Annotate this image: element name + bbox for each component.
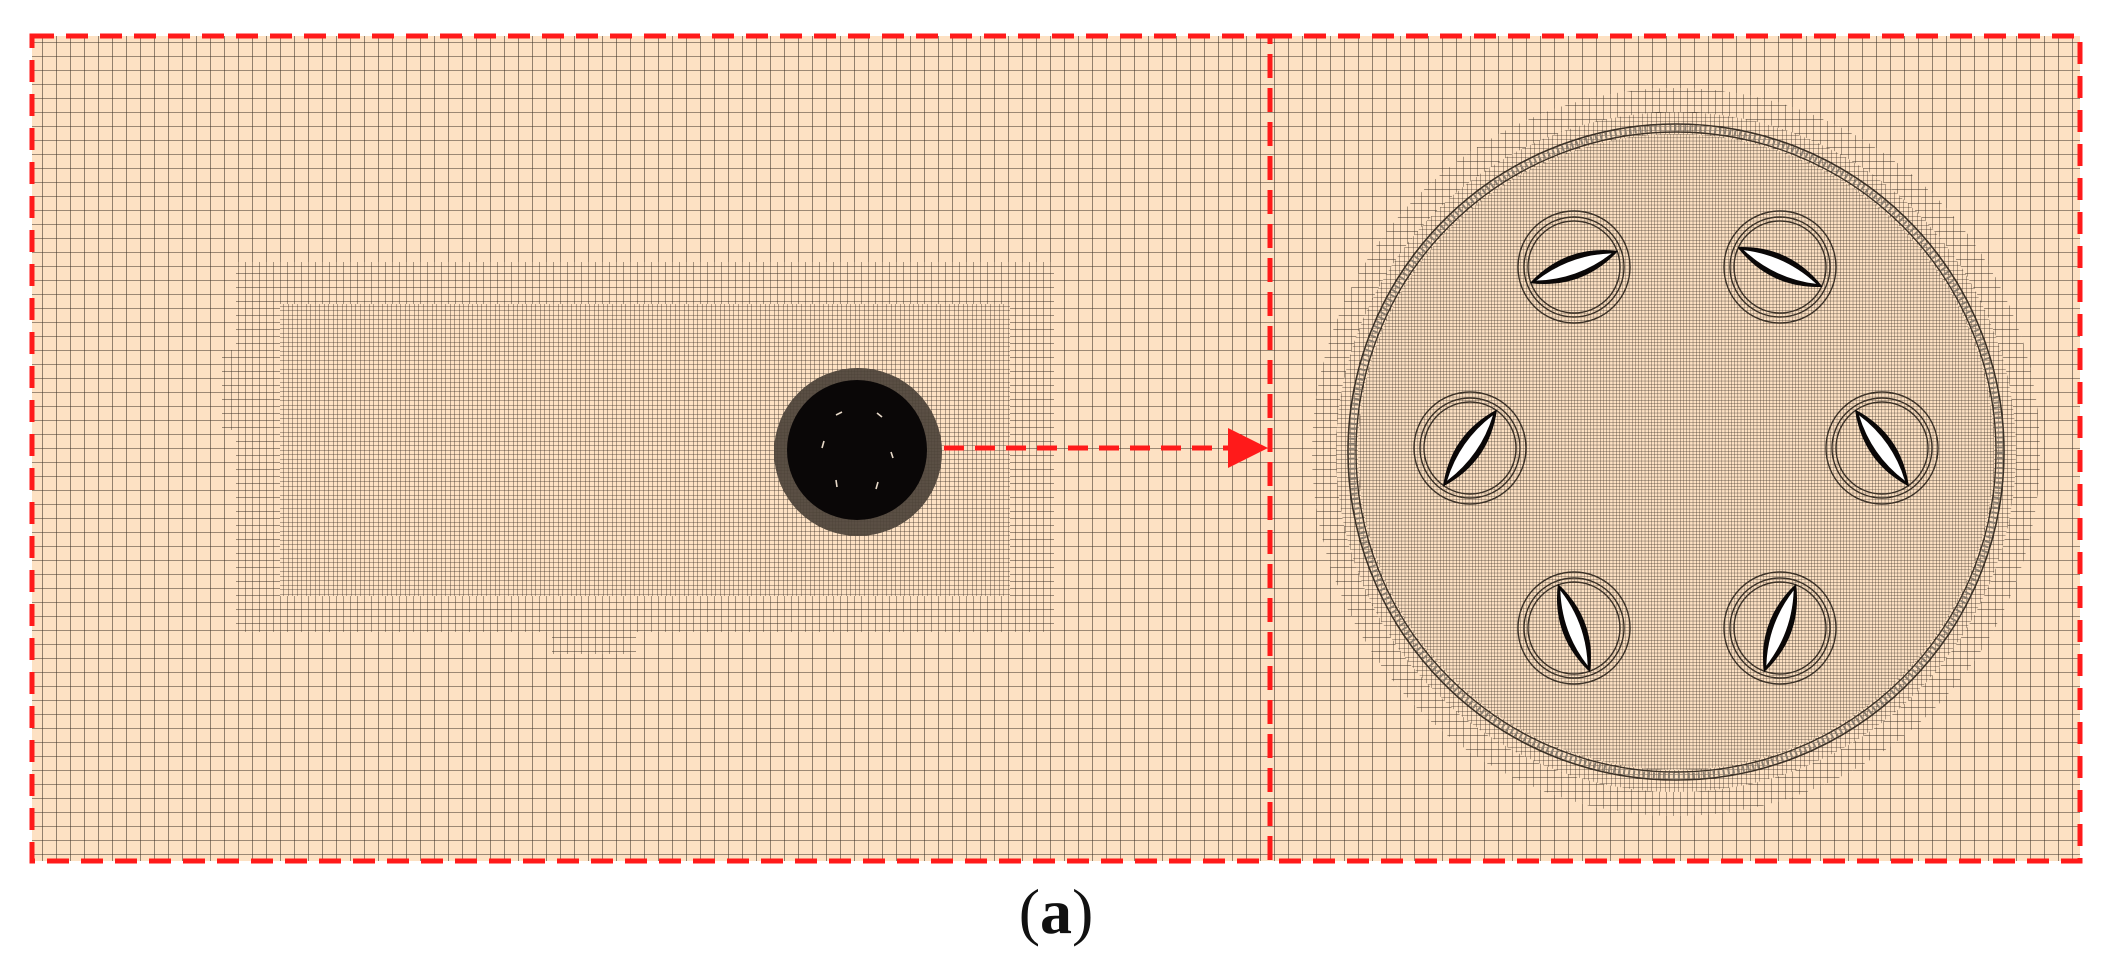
caption-letter: a	[1040, 876, 1072, 947]
rotor-dense-core	[787, 380, 927, 520]
blade-3	[1413, 391, 1527, 505]
blade-1-airfoil	[1536, 253, 1612, 281]
rotor-zoom-panel	[1270, 36, 2080, 861]
rotating-interface-ring	[1347, 123, 2005, 781]
blade-1	[1517, 210, 1631, 324]
blade-3-airfoil	[1447, 415, 1493, 481]
blade-4-airfoil	[1859, 415, 1905, 481]
blade-5	[1517, 571, 1631, 685]
rotor-blade-marks	[821, 411, 894, 490]
blade-6-airfoil	[1766, 590, 1794, 666]
full-domain-panel	[32, 36, 1270, 861]
caption-close-paren: )	[1072, 876, 1094, 947]
figure-caption: (a)	[0, 880, 2112, 944]
blade-group	[1413, 210, 1939, 685]
blade-5-airfoil	[1560, 590, 1588, 666]
caption-open-paren: (	[1018, 876, 1040, 947]
blade-4	[1825, 391, 1939, 505]
right-highlight-frame	[1267, 33, 2083, 864]
blade-6	[1723, 571, 1837, 685]
blade-2-airfoil	[1743, 250, 1817, 284]
blade-2	[1723, 210, 1837, 324]
